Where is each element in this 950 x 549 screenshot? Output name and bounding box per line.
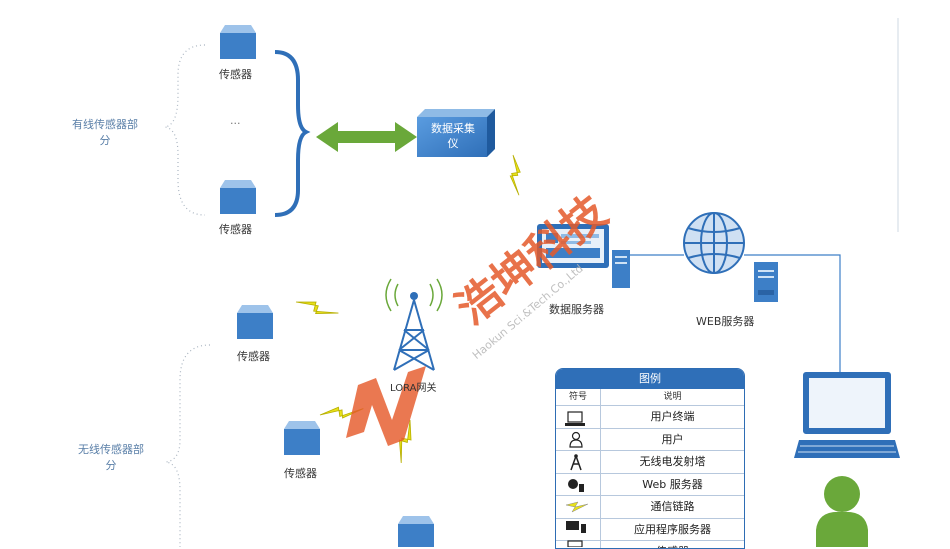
data-collector-label: 数据采集 仪	[431, 122, 475, 150]
legend-row: 通信链路	[556, 496, 744, 519]
sensor-label: 传感器	[219, 68, 252, 81]
sensor-label: 传感器	[284, 467, 317, 480]
data-server-label: 数据服务器	[549, 303, 604, 316]
legend-title: 图例	[556, 369, 744, 389]
data-collector-box	[417, 109, 495, 157]
legend-row: Web 服务器	[556, 473, 744, 496]
legend-row: 传感器	[556, 541, 744, 548]
radio-tower-icon	[385, 278, 443, 371]
wired-dotted-brace	[164, 44, 206, 216]
user-icon	[816, 476, 868, 547]
legend-row-label: 应用程序服务器	[634, 522, 711, 536]
ellipsis-label: ...	[230, 114, 241, 127]
globe-icon	[683, 212, 745, 274]
lightning-icon	[295, 293, 339, 322]
legend-col-desc: 说明	[663, 392, 682, 402]
legend-row: 无线电发射塔	[556, 451, 744, 474]
web-server-label: WEB服务器	[696, 315, 755, 328]
sensor-icon	[220, 180, 256, 214]
legend-row-label: 通信链路	[650, 500, 695, 513]
watermark-logo	[346, 366, 426, 446]
web-server-icon	[754, 262, 778, 302]
legend-row-label: 用户终端	[650, 410, 695, 423]
wireless-dotted-brace	[165, 344, 211, 547]
wired-link-arrow	[316, 122, 417, 152]
legend-row-label: 传感器	[601, 541, 744, 548]
legend-row-label: 无线电发射塔	[639, 455, 706, 468]
sensor-icon	[398, 516, 434, 547]
lora-gateway-label: LORA网关	[390, 383, 437, 394]
wireless-group-label: 无线传感器部 分	[78, 443, 144, 472]
legend-header-row: 符号 说明	[556, 389, 744, 406]
sensor-label: 传感器	[237, 350, 270, 363]
legend-col-symbol: 符号	[556, 389, 601, 405]
wired-brace	[274, 50, 311, 217]
legend-row: 用户	[556, 428, 744, 451]
sensor-icon	[237, 305, 273, 339]
sensor-label: 传感器	[219, 223, 252, 236]
network-link	[744, 254, 841, 372]
data-server-icon	[537, 224, 630, 288]
wired-group-label: 有线传感器部 分	[72, 118, 138, 147]
legend-row: 用户终端	[556, 406, 744, 429]
legend-row-label: Web 服务器	[642, 477, 703, 491]
sensor-icon	[284, 421, 320, 455]
terminal-icon	[794, 372, 900, 458]
legend-row: 应用程序服务器	[556, 518, 744, 541]
legend-table: 图例 符号 说明 用户终端 用户 无线电发射塔 Web 服务器 通信链路 应用程…	[555, 368, 745, 549]
lightning-icon	[497, 154, 535, 196]
legend-row-label: 用户	[661, 432, 684, 446]
sensor-icon	[220, 25, 256, 59]
